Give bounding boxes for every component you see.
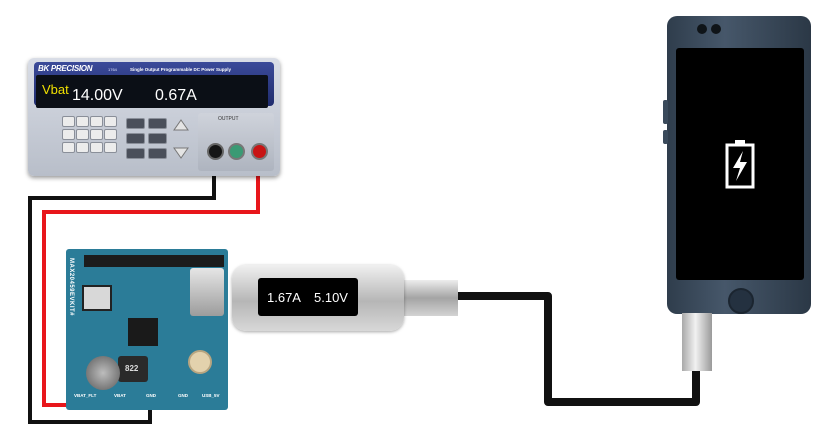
keypad-key [62, 129, 75, 140]
board-label-usb-5v: USB_5V [202, 393, 220, 398]
keypad-function-key [126, 133, 145, 144]
battery-charging-icon [725, 140, 755, 189]
header-pins [84, 255, 224, 267]
usb-meter-current: 1.67A [267, 290, 301, 305]
ground-terminal [228, 143, 245, 160]
dip-switch [82, 285, 112, 311]
inductor [118, 356, 148, 382]
electrolytic-capacitor [86, 356, 120, 390]
phone-usb-plug [682, 313, 712, 371]
front-camera-icon [697, 24, 707, 34]
board-part-label: MAX20459EVKIT# [68, 258, 74, 317]
keypad-key [90, 129, 103, 140]
mounting-hole [188, 350, 212, 374]
keypad-function-key [126, 148, 145, 159]
keypad-key [104, 116, 117, 127]
board-label-vbat: VBAT [114, 393, 126, 398]
front-sensor-icon [711, 24, 721, 34]
keypad-key [90, 142, 103, 153]
usb-meter-voltage: 5.10V [314, 290, 348, 305]
usb-c-connector [190, 268, 224, 316]
keypad-function-key [148, 118, 167, 129]
keypad-key [90, 116, 103, 127]
keypad-key [62, 142, 75, 153]
positive-wire [42, 150, 260, 407]
power-supply-keypad [40, 116, 170, 166]
power-supply-current: 0.67A [155, 87, 197, 104]
usb-cable [455, 292, 700, 406]
keypad-function-key [148, 133, 167, 144]
power-supply-display [36, 75, 268, 108]
positive-terminal [251, 143, 268, 160]
usb-meter-plug [402, 280, 458, 316]
keypad-key [76, 129, 89, 140]
inductor-label: 822 [125, 364, 139, 373]
arrow-keys-icon [173, 119, 189, 159]
phone-side-button [663, 130, 668, 144]
keypad-function-key [126, 118, 145, 129]
power-supply-brand: BK PRECISION [38, 64, 93, 73]
phone-side-button [663, 100, 668, 124]
keypad-function-key [148, 148, 167, 159]
power-supply-model: 1764 [108, 67, 117, 72]
board-label-gnd: GND [146, 393, 156, 398]
power-supply-output-label: OUTPUT [218, 116, 239, 122]
keypad-key [76, 116, 89, 127]
power-supply-voltage: 14.00V [72, 87, 123, 104]
power-supply-output-panel [198, 113, 274, 171]
usb-meter-display [258, 278, 358, 316]
negative-terminal [207, 143, 224, 160]
board-label-vbat-flt: VBAT_FLT [74, 393, 97, 398]
fingerprint-sensor [728, 288, 754, 314]
keypad-key [104, 129, 117, 140]
board-label-gnd-2: GND [178, 393, 188, 398]
controller-chip [128, 318, 158, 346]
keypad-key [62, 116, 75, 127]
power-supply-description: Single Output Programmable DC Power Supp… [130, 67, 232, 72]
ground-wire [28, 150, 216, 424]
keypad-key [76, 142, 89, 153]
keypad-key [104, 142, 117, 153]
power-supply-display-label: Vbat [42, 82, 69, 97]
